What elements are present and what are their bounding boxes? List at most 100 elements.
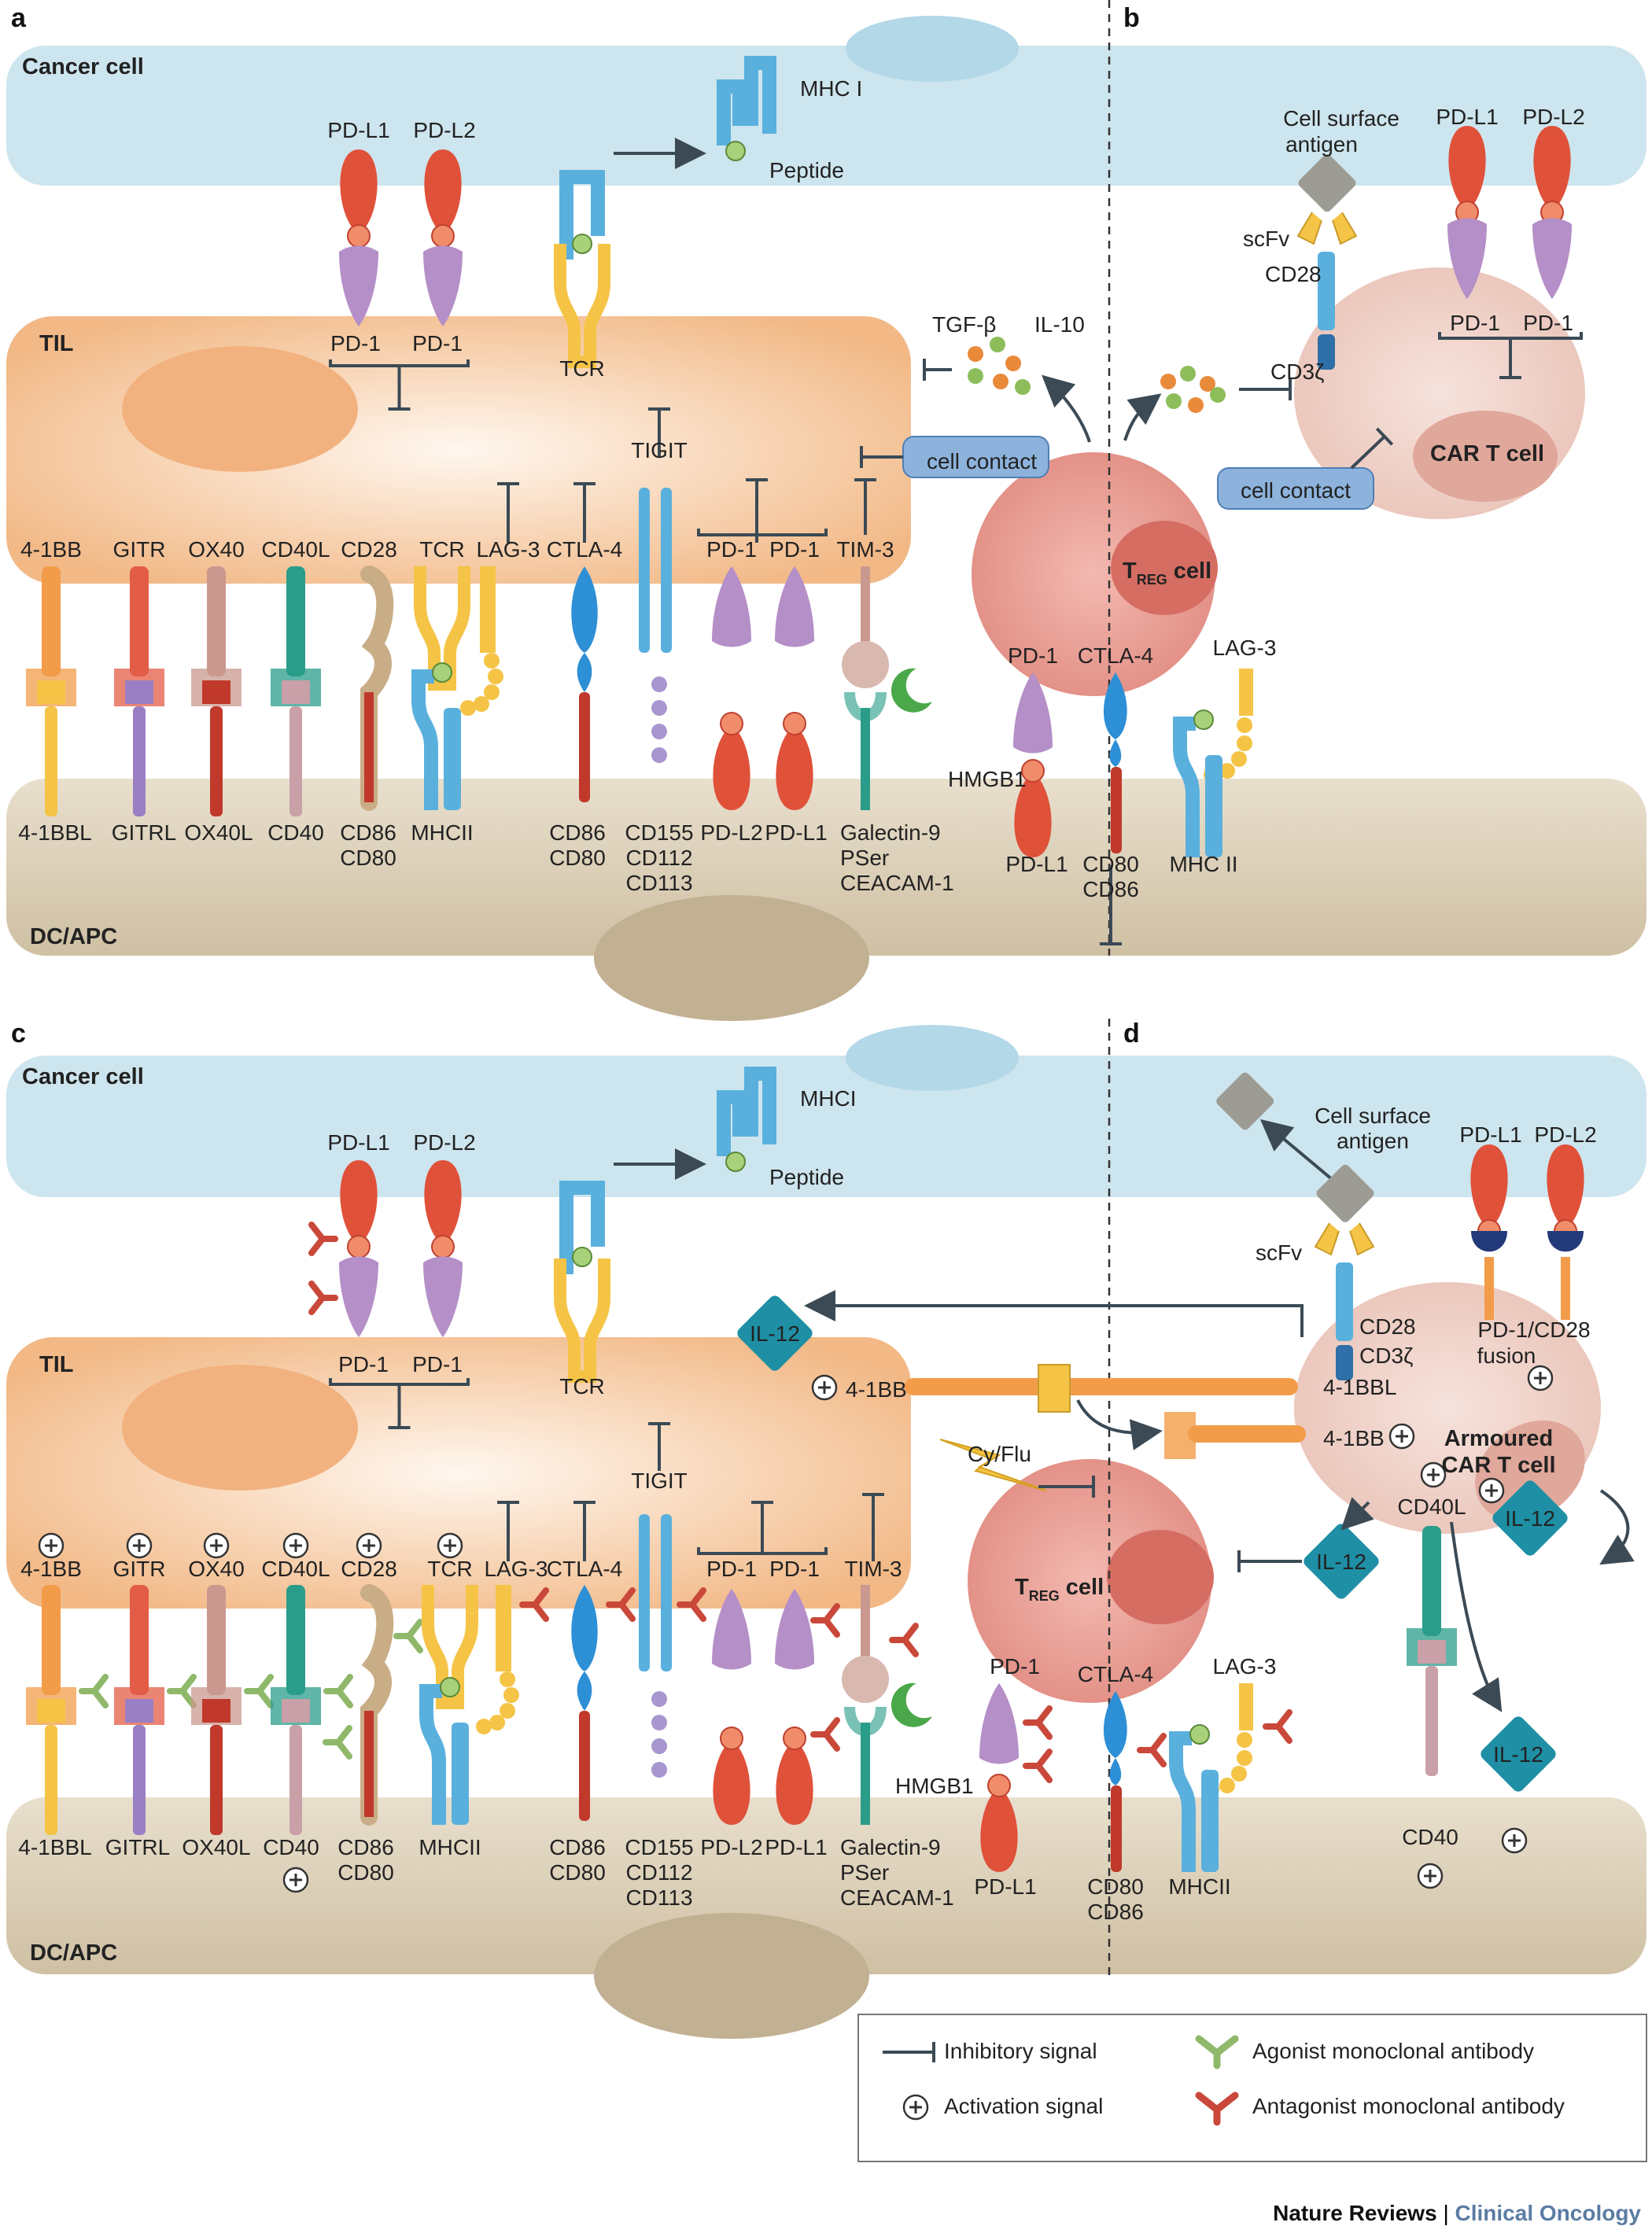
a-cytokine-3 bbox=[968, 368, 983, 384]
a-top-label: CD28 bbox=[341, 537, 397, 562]
d-scfv-glyph bbox=[1314, 1222, 1375, 1256]
c-hmgb1-glyph bbox=[891, 1682, 932, 1727]
a-top-label: LAG-3 bbox=[477, 537, 540, 562]
a-lag3-glyph bbox=[480, 566, 496, 653]
c-41bb-bar bbox=[905, 1378, 1298, 1395]
armoured-label-2: CAR T cell bbox=[1441, 1453, 1555, 1478]
d-cd40l-label: CD40L bbox=[1397, 1494, 1466, 1519]
dc-label-top: DC/APC bbox=[30, 924, 117, 949]
c-bottom-label: CD80 bbox=[337, 1860, 394, 1885]
c-bottom-labels: 4-1BBL GITRL OX40L CD40 CD86 CD80 MHCII … bbox=[18, 1835, 953, 1910]
a-bottom-label: 4-1BBL bbox=[18, 820, 91, 845]
c-lag3-dots-3 bbox=[489, 1715, 505, 1730]
a-gitr-glyph-core bbox=[125, 680, 153, 704]
a-mhcii-glyph bbox=[411, 669, 438, 810]
c-ctla4-ligand bbox=[579, 1711, 590, 1821]
c-pdl1-dc-bead bbox=[783, 1727, 806, 1750]
a-treg-mhc bbox=[1173, 717, 1200, 857]
a-pdl1-label: PD-L1 bbox=[327, 118, 389, 142]
d-antigen-label-1: Cell surface bbox=[1315, 1104, 1431, 1128]
a-top-label: PD-1 bbox=[706, 537, 757, 562]
a-cd155-3 bbox=[651, 747, 667, 763]
armoured-label-1: Armoured bbox=[1444, 1426, 1554, 1451]
c-lag3-dots-4 bbox=[476, 1719, 492, 1734]
b-cytokine-5 bbox=[1210, 387, 1226, 403]
c-bottom-label: GITRL bbox=[105, 1835, 170, 1859]
a-bottom-label: CD113 bbox=[625, 871, 692, 895]
til-nucleus-top bbox=[122, 346, 358, 472]
c-treg-mhc-b bbox=[1201, 1770, 1219, 1872]
c-costim-0-lig bbox=[45, 1725, 57, 1835]
c-top-label: TIGIT bbox=[631, 1469, 688, 1493]
treg-nucleus-bottom bbox=[1107, 1530, 1214, 1624]
a-lag3-dots-1 bbox=[488, 669, 503, 684]
c-treg-cd80-label: CD80 bbox=[1087, 1874, 1144, 1899]
b-cd28-label: CD28 bbox=[1265, 262, 1322, 286]
c-cd155-3 bbox=[651, 1762, 667, 1778]
c-pdl2-glyph-bead bbox=[431, 1235, 455, 1259]
b-cd3z-glyph bbox=[1318, 334, 1335, 370]
a-cd155-0 bbox=[651, 676, 667, 692]
c-costim-2-lig bbox=[210, 1725, 223, 1835]
a-pdl2-dc bbox=[713, 732, 750, 810]
a-mhc1-label: MHC I bbox=[800, 76, 862, 101]
a-top-label: CTLA-4 bbox=[547, 537, 622, 562]
d-il12-dc bbox=[1481, 1716, 1556, 1792]
a-lag3-dots-4 bbox=[460, 700, 476, 716]
dc-cell-bottom bbox=[6, 1797, 1646, 1974]
cancer-cell-top bbox=[6, 46, 1646, 186]
c-ctla4-glyph bbox=[571, 1585, 598, 1711]
c-ab-pd1 bbox=[308, 1281, 338, 1315]
b-cd28-glyph bbox=[1318, 252, 1335, 330]
a-tcr-label: TCR bbox=[559, 356, 605, 381]
c-costim-1-lig bbox=[133, 1725, 146, 1835]
a-treg-lag3-dots-0 bbox=[1237, 717, 1252, 733]
d-pdl2-glyph bbox=[1547, 1144, 1584, 1223]
c-tigit-glyph-1 bbox=[639, 1514, 650, 1671]
c-galectin-stem bbox=[861, 1723, 870, 1825]
b-cell-contact-pill bbox=[1217, 467, 1374, 510]
c-il12-top-text: IL-12 bbox=[750, 1321, 800, 1346]
a-pdl1-glyph bbox=[340, 149, 378, 228]
c-top-label: CD28 bbox=[341, 1557, 397, 1581]
a-41bb-glyph-core bbox=[37, 680, 65, 704]
panel-label-a: a bbox=[11, 3, 27, 33]
c-top-label: PD-1 bbox=[706, 1557, 757, 1581]
c-agonist-cd28 bbox=[393, 1619, 423, 1653]
a-gitr-glyph bbox=[130, 566, 149, 676]
panel-label-d: d bbox=[1123, 1019, 1140, 1048]
c-pdl2-dc-bead bbox=[720, 1727, 743, 1750]
a-pd1-glyph-2 bbox=[423, 245, 463, 326]
d-cd28-label: CD28 bbox=[1359, 1314, 1416, 1339]
b-pdl2-label: PD-L2 bbox=[1522, 105, 1584, 129]
d-il12-car-text: IL-12 bbox=[1505, 1506, 1555, 1531]
c-tim3-head bbox=[842, 1656, 889, 1703]
a-top-label: CD40L bbox=[261, 537, 330, 562]
c-pdl1-glyph bbox=[340, 1160, 378, 1239]
a-hmgb1-glyph bbox=[891, 668, 932, 713]
a-41bb-glyph bbox=[42, 566, 61, 676]
c-treg-cd86-label: CD86 bbox=[1087, 1900, 1144, 1924]
d-il12-treg-text: IL-12 bbox=[1316, 1550, 1366, 1574]
c-costim-1-core bbox=[125, 1699, 153, 1723]
a-bottom-label: CD155 bbox=[625, 820, 693, 845]
c-treg-lag3-dots-3 bbox=[1219, 1778, 1235, 1793]
c-agonist-1 bbox=[167, 1674, 197, 1708]
legend-activation: Activation signal bbox=[944, 2094, 1104, 2118]
c-pdl1-glyph-bead bbox=[347, 1235, 371, 1259]
c-cd155-2 bbox=[651, 1738, 667, 1754]
b-pdl1-label: PD-L1 bbox=[1436, 105, 1498, 129]
a-bottom-label: CD80 bbox=[340, 846, 396, 870]
a-ox40-glyph-lig bbox=[210, 706, 223, 816]
c-treg-mhc-peptide bbox=[1189, 1724, 1210, 1745]
c-top-label: OX40 bbox=[188, 1557, 245, 1581]
c-ab-pdl1-1 bbox=[810, 1717, 840, 1752]
c-treg-mhc-label: MHCII bbox=[1168, 1874, 1230, 1899]
a-pd1-til-2 bbox=[775, 566, 814, 647]
c-treg-mhc bbox=[1169, 1731, 1196, 1872]
c-ab-treg-pdl1 bbox=[1023, 1749, 1053, 1783]
c-pd1-label-2: PD-1 bbox=[412, 1352, 463, 1376]
a-treg-lag3-dots-1 bbox=[1237, 735, 1252, 751]
a-tcr-mhc bbox=[559, 170, 605, 260]
c-costim-2-core bbox=[202, 1699, 230, 1723]
